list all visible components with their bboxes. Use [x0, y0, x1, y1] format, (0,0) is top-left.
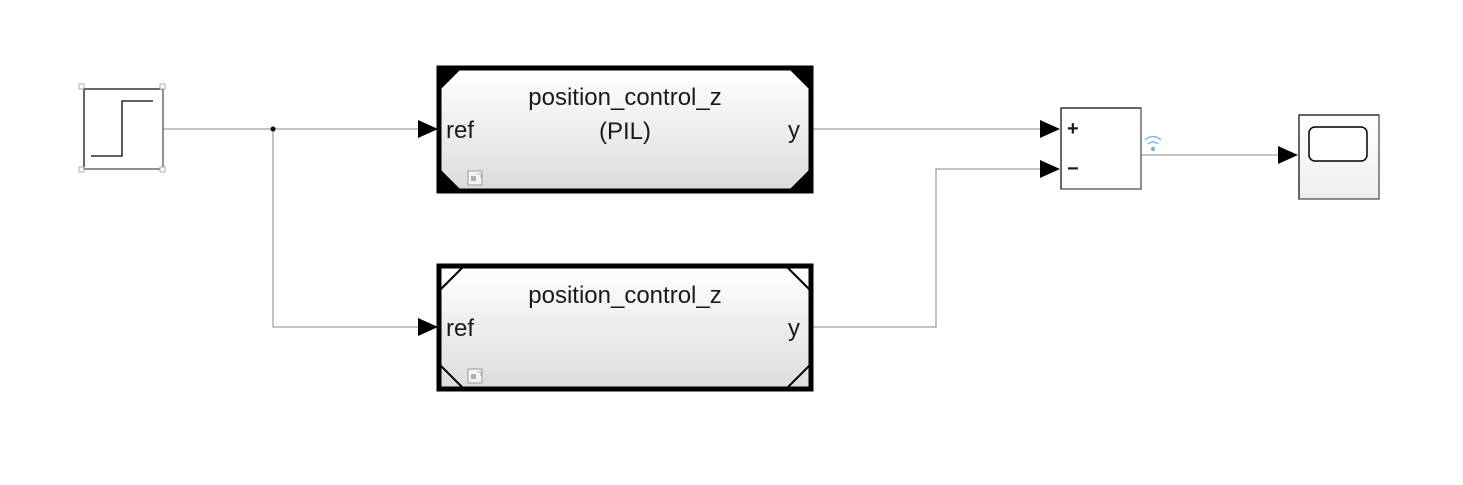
sum-minus-sign: −: [1067, 158, 1079, 180]
block-corner-marks: [439, 68, 811, 191]
ref-block-title: position_control_z: [528, 282, 722, 309]
pil-input-port-label: ref: [446, 117, 475, 144]
pil-block-subtitle: (PIL): [598, 118, 651, 145]
block-corner-marks: [438, 265, 812, 390]
model-reference-icon: [467, 368, 483, 384]
sum-plus-sign: +: [1067, 118, 1079, 140]
pil-output-port-label: y: [788, 117, 800, 144]
signal-lines: [163, 128, 1280, 328]
scope-block[interactable]: [1298, 114, 1380, 200]
selection-handles[interactable]: [78, 83, 166, 173]
arrowheads: [418, 120, 1298, 336]
signal-logging-icon[interactable]: [1144, 135, 1162, 152]
sum-block[interactable]: [1060, 107, 1142, 190]
pil-block-title: position_control_z: [528, 84, 722, 111]
ref-output-port-label: y: [788, 315, 800, 342]
branch-point: [270, 126, 276, 132]
ref-input-port-label: ref: [446, 315, 475, 342]
line-ref-to-sum[interactable]: [811, 168, 1042, 328]
model-reference-icon: [467, 170, 483, 186]
pil-model-block[interactable]: [436, 65, 814, 194]
reference-model-block[interactable]: [436, 263, 814, 392]
scope-screen-icon: [1308, 126, 1368, 162]
step-icon: [91, 100, 153, 157]
line-branch-to-ref-model[interactable]: [272, 129, 420, 328]
step-block[interactable]: [78, 83, 166, 173]
